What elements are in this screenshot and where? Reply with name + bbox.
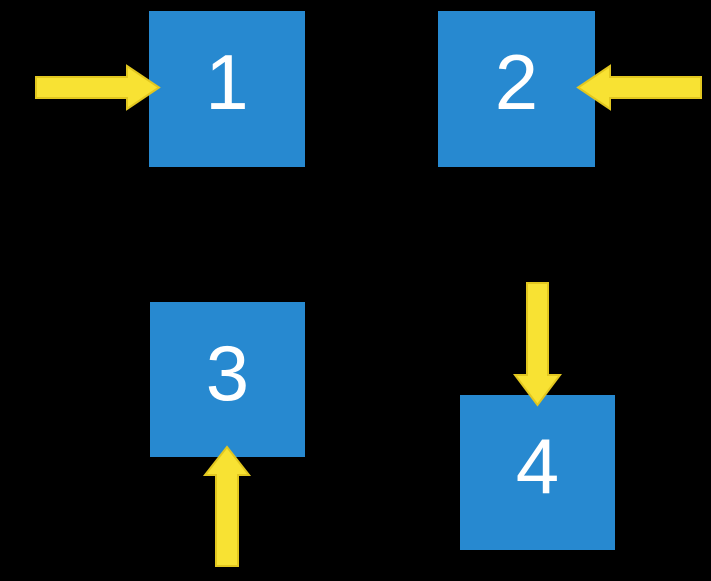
down-arrow-icon: [513, 282, 562, 407]
box-4-label: 4: [515, 421, 560, 510]
box-1: 1: [149, 11, 305, 167]
box-3-label: 3: [205, 328, 250, 417]
right-arrow-icon: [35, 64, 161, 111]
box-3: 3: [150, 302, 305, 457]
box-4: 4: [460, 395, 615, 550]
up-arrow-icon: [202, 445, 252, 567]
box-2: 2: [438, 11, 595, 167]
left-arrow-icon: [576, 64, 702, 111]
box-1-label: 1: [205, 38, 249, 126]
box-2-label: 2: [494, 38, 539, 126]
